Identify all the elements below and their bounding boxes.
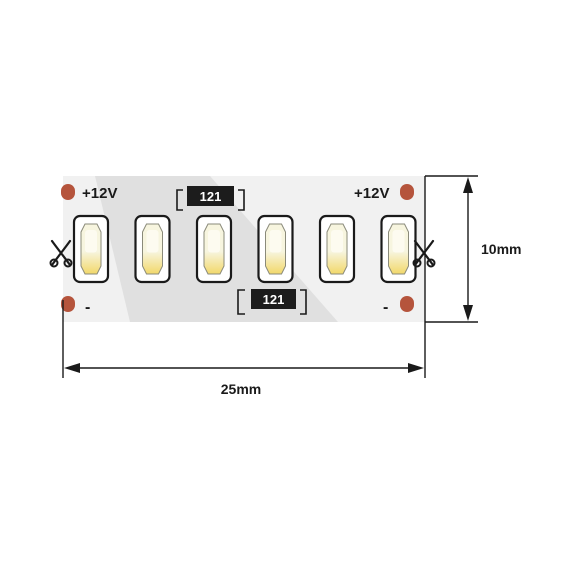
led-highlight: [146, 230, 159, 253]
resistor-top: 121: [176, 186, 245, 211]
scissors-icon: [412, 239, 436, 268]
width-dimension: 25mm: [62, 176, 426, 397]
led-chip: [195, 214, 233, 284]
led-chip: [134, 214, 171, 284]
led-chip: [380, 214, 417, 284]
pad-label-right-bottom: -: [383, 299, 388, 316]
height-dimension: 10mm: [425, 175, 521, 323]
width-label: 25mm: [221, 381, 261, 397]
pad-label-left-bottom: -: [85, 299, 90, 316]
resistor-marking-top: 121: [200, 189, 222, 204]
resistor-bracket-top: [176, 189, 245, 211]
resistor-body-bottom: [251, 289, 296, 309]
pad-left-top: [61, 184, 75, 200]
led-chip: [257, 214, 294, 284]
pad-right-bottom: [400, 296, 414, 312]
resistor-bracket-bottom: [237, 289, 307, 315]
led-highlight: [331, 230, 343, 253]
led-chip: [318, 214, 356, 284]
led-row: [72, 214, 417, 284]
scissors-icon: [49, 239, 73, 268]
resistor-bottom: 121: [237, 289, 307, 315]
height-arrow-top: [463, 177, 473, 193]
width-arrow-right: [408, 363, 424, 373]
led-highlight: [85, 230, 97, 253]
height-arrow-bottom: [463, 305, 473, 321]
width-arrow-left: [64, 363, 80, 373]
pad-left-bottom: [61, 296, 75, 312]
led-highlight: [392, 230, 405, 253]
resistor-body-top: [187, 186, 234, 206]
led-highlight: [269, 230, 282, 253]
led-chip: [72, 214, 110, 284]
led-highlight: [208, 230, 220, 253]
pad-label-right-top: +12V: [354, 185, 389, 202]
resistor-marking-bottom: 121: [263, 292, 285, 307]
pad-label-left-top: +12V: [82, 185, 117, 202]
height-label: 10mm: [481, 241, 521, 257]
pad-right-top: [400, 184, 414, 200]
